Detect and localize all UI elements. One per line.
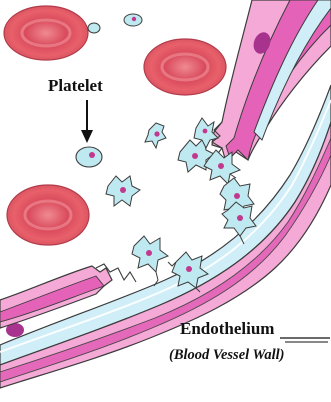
platelet-resting-2: [124, 14, 142, 26]
platelet-resting-3: [88, 23, 100, 33]
blood-vessel-wall-label: (Blood Vessel Wall): [169, 347, 284, 363]
platelet-arrow: [81, 100, 93, 143]
platelet-activated-1: [145, 123, 166, 148]
platelet-activated-4: [106, 176, 140, 206]
red-blood-cell-1: [4, 6, 88, 60]
red-blood-cell-3: [7, 185, 89, 245]
platelet-label: Platelet: [48, 76, 103, 95]
red-blood-cell-2: [144, 39, 226, 95]
endothelium-label: Endothelium: [180, 319, 274, 338]
platelet-resting-1: [76, 147, 102, 167]
platelet-activated-7: [132, 236, 168, 272]
